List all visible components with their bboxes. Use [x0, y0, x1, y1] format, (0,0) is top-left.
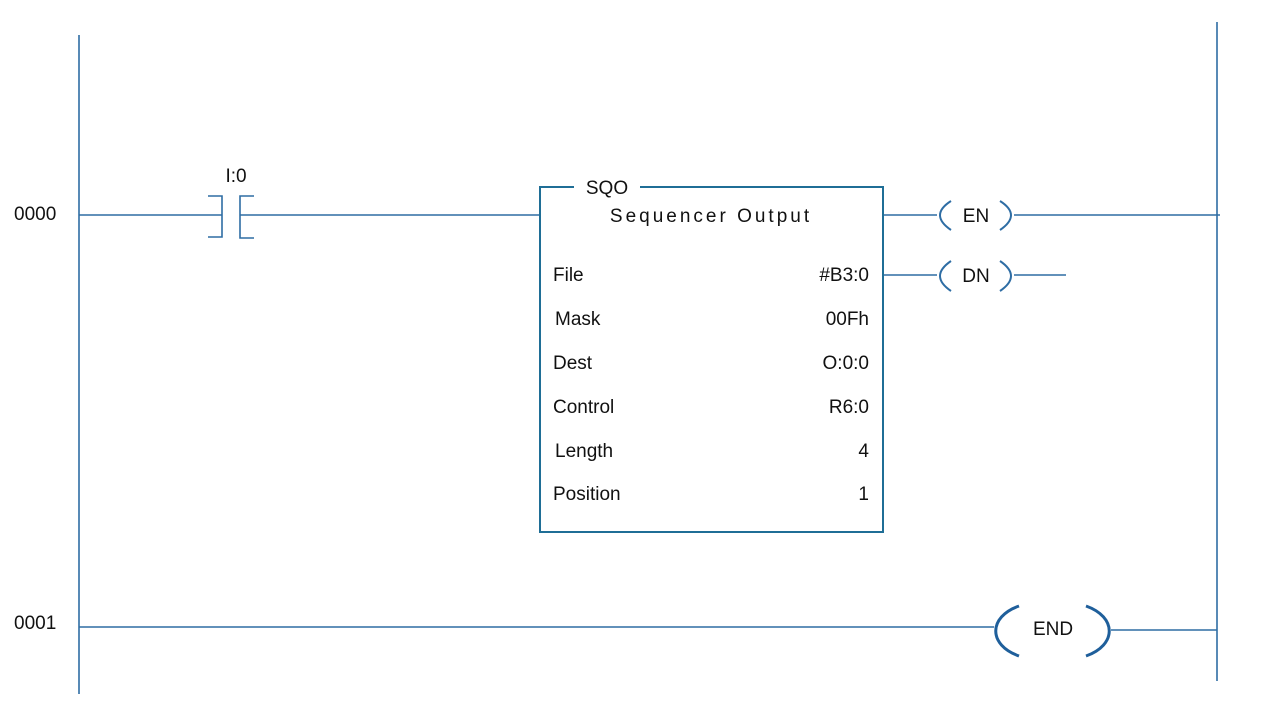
- coil-en-label: EN: [963, 206, 989, 227]
- mnemonic-gap: [574, 178, 640, 196]
- instruction-box: [539, 186, 884, 533]
- param-value-dest: O:0:0: [823, 353, 869, 374]
- coil-dn-left-arc: [939, 260, 952, 292]
- instruction-title: Sequencer Output: [610, 206, 812, 227]
- param-label-control: Control: [553, 397, 614, 418]
- param-value-length: 4: [858, 441, 869, 462]
- contact-left-bracket: [208, 195, 223, 238]
- param-value-file: #B3:0: [819, 265, 869, 286]
- coil-en[interactable]: EN: [939, 200, 1012, 231]
- end-instruction[interactable]: END: [994, 604, 1111, 658]
- contact-address: I:0: [225, 166, 246, 187]
- coil-dn-label: DN: [962, 266, 989, 287]
- rung-number-0001: 0001: [14, 613, 56, 634]
- param-label-position: Position: [553, 484, 621, 505]
- rung-number-0000: 0000: [14, 204, 56, 225]
- coil-dn-right-arc: [999, 260, 1012, 292]
- param-value-mask: 00Fh: [826, 309, 869, 330]
- param-label-mask: Mask: [555, 309, 601, 330]
- end-left-arc: [994, 604, 1020, 658]
- instruction-mnemonic: SQO: [586, 178, 628, 199]
- end-right-arc: [1085, 604, 1111, 658]
- sqo-instruction-block[interactable]: SQO Sequencer Output File #B3:0 Mask 00F…: [539, 178, 884, 533]
- contact-right-bracket: [239, 195, 254, 239]
- param-value-position: 1: [858, 484, 869, 505]
- end-label: END: [1033, 619, 1073, 640]
- param-value-control: R6:0: [829, 397, 869, 418]
- coil-en-left-arc: [939, 200, 952, 231]
- param-label-file: File: [553, 265, 584, 286]
- param-label-dest: Dest: [553, 353, 593, 374]
- param-label-length: Length: [555, 441, 613, 462]
- coil-dn[interactable]: DN: [939, 260, 1012, 292]
- coil-en-right-arc: [999, 200, 1012, 231]
- contact-i0[interactable]: I:0: [208, 166, 254, 239]
